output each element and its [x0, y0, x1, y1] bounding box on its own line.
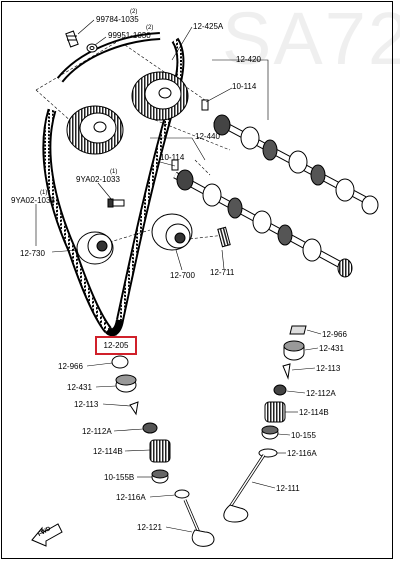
label-12-966-left: 12-966 — [58, 362, 83, 371]
label-12-111: 12-111 — [276, 484, 300, 493]
label-12-114B-right: 12-114B — [299, 408, 329, 417]
label-qty-99951: (2) — [146, 25, 154, 31]
label-12-420: 12-420 — [236, 55, 261, 64]
label-12-966-right: 12-966 — [322, 330, 347, 339]
bolt-top — [65, 30, 98, 53]
label-12-730: 12-730 — [20, 249, 45, 258]
bolt-left — [107, 198, 125, 208]
label-10-114-lower: 10-114 — [160, 153, 185, 162]
label-12-112A-left: 12-112A — [82, 427, 112, 436]
valve-train-exhaust — [111, 355, 215, 547]
label-12-113-left: 12-113 — [74, 400, 99, 409]
tensioner-pulley — [151, 213, 193, 251]
label-99784-1035: 99784-1035 — [96, 15, 139, 24]
label-12-116A-right: 12-116A — [287, 449, 317, 458]
camshaft-upper — [213, 114, 379, 215]
watermark: SA72 — [222, 0, 400, 80]
reference-lines — [35, 39, 231, 246]
label-qty-9YA02-left: (1) — [40, 190, 48, 196]
label-12-440: 12-440 — [195, 132, 220, 141]
label-10-155B-left: 10-155B — [104, 473, 135, 482]
label-12-112A-right: 12-112A — [306, 389, 336, 398]
label-10-114-upper: 10-114 — [232, 82, 257, 91]
camshaft-pulley-intake — [131, 71, 189, 121]
label-qty-9YA02-center: (1) — [110, 169, 118, 175]
label-12-116A-left: 12-116A — [116, 493, 146, 502]
label-12-121: 12-121 — [137, 523, 162, 532]
fwd-arrow-icon — [31, 523, 63, 547]
label-12-700: 12-700 — [170, 271, 195, 280]
tensioner-spring — [217, 226, 231, 248]
label-12-205: 12-205 — [103, 341, 129, 350]
camshaft-lower — [173, 169, 353, 278]
valve-train-intake — [223, 325, 307, 523]
label-12-431-right: 12-431 — [319, 344, 344, 353]
label-qty-99784: (2) — [130, 9, 138, 15]
label-10-155-right: 10-155 — [291, 431, 316, 440]
label-99951-1030: 99951-1030 — [108, 31, 151, 40]
label-12-113-right: 12-113 — [316, 364, 341, 373]
camshaft-pulley-exhaust — [66, 105, 124, 155]
label-12-114B-left: 12-114B — [93, 447, 123, 456]
idler-pulley — [76, 231, 114, 265]
label-12-711: 12-711 — [210, 268, 235, 277]
label-9YA02-1033-center: 9YA02-1033 — [76, 175, 120, 184]
label-12-431-left: 12-431 — [67, 383, 92, 392]
label-12-425A: 12-425A — [193, 22, 224, 31]
dowel-pins — [171, 99, 209, 171]
leader-lines — [35, 19, 322, 533]
highlighted-part-label[interactable]: 12-205 — [95, 336, 137, 355]
label-9YA02-1033-left: 9YA02-1033 — [11, 196, 55, 205]
